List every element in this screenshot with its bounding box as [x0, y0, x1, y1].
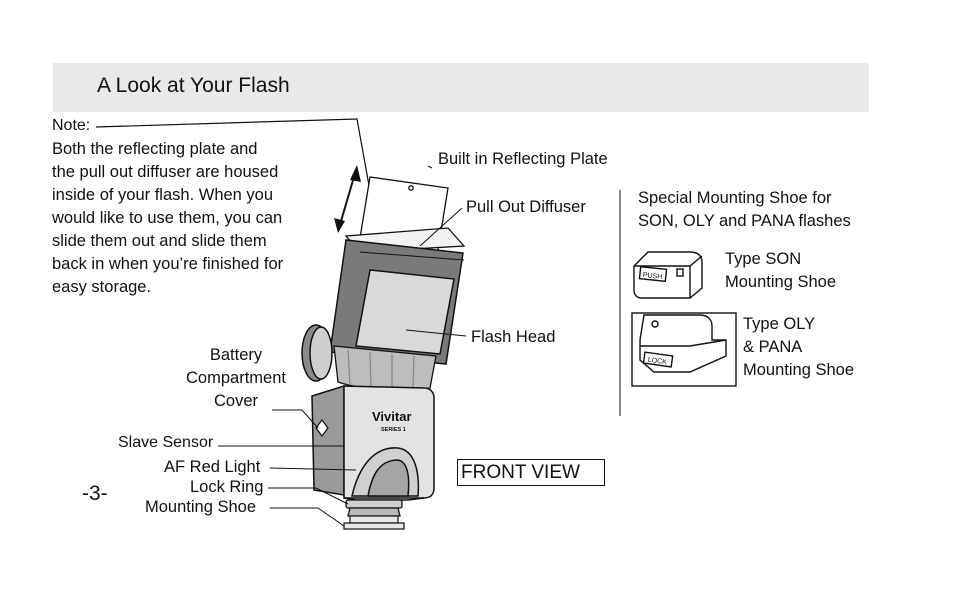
label-diffuser: Pull Out Diffuser [466, 198, 586, 216]
label-mounting-shoe: Mounting Shoe [145, 498, 256, 516]
slide-arrow-icon [334, 165, 361, 233]
oly-label-line: & PANA [743, 338, 803, 356]
shoe-title-line: Special Mounting Shoe for [638, 189, 832, 207]
note-body: Both the reflecting plate and the pull o… [52, 138, 320, 299]
flash-body [311, 384, 435, 501]
leader-lines [218, 165, 467, 527]
label-lock-ring: Lock Ring [190, 478, 264, 496]
label-reflecting-plate: Built in Reflecting Plate [438, 150, 608, 168]
flash-neck [333, 345, 437, 391]
label-son-shoe: Type SON Mounting Shoe [725, 248, 836, 294]
label-af-red-light: AF Red Light [164, 458, 261, 476]
label-oly-shoe: Type OLY & PANA Mounting Shoe [743, 313, 854, 382]
page-title: A Look at Your Flash [97, 74, 290, 97]
label-flash-head: Flash Head [471, 328, 556, 346]
flash-head [329, 239, 465, 365]
note-line: easy storage. [52, 278, 152, 296]
son-shoe-illustration [633, 251, 703, 299]
note-line: slide them out and slide them [52, 232, 267, 250]
page-number: -3- [82, 482, 108, 505]
front-view-box: FRONT VIEW [457, 459, 605, 486]
oly-shoe-illustration [631, 312, 737, 387]
label-battery-cover: Battery Compartment Cover [172, 344, 300, 413]
oly-label-line: Type OLY [743, 315, 816, 333]
special-shoe-title: Special Mounting Shoe for SON, OLY and P… [638, 187, 851, 233]
push-button-label: PUSH [642, 272, 662, 281]
son-label-line: Type SON [725, 250, 802, 268]
header-band [53, 63, 869, 112]
note-line: would like to use them, you can [52, 209, 283, 227]
note-line: inside of your flash. When you [52, 186, 274, 204]
oly-label-line: Mounting Shoe [743, 361, 854, 379]
pivot-knob [301, 324, 333, 382]
slave-sensor [315, 419, 329, 437]
battery-label-line: Compartment [186, 369, 286, 387]
note-label: Note: [52, 117, 91, 134]
mounting-shoe [343, 515, 405, 530]
note-line: Both the reflecting plate and [52, 140, 258, 158]
lock-button-label: LOCK [647, 357, 667, 367]
note-leader-line [95, 118, 371, 192]
brand-logo: Vivitar [372, 409, 412, 424]
son-label-line: Mounting Shoe [725, 273, 836, 291]
lock-ring [345, 499, 403, 517]
label-slave-sensor: Slave Sensor [118, 434, 214, 451]
series-label: SERIES 1 [381, 427, 406, 433]
note-line: back in when you’re finished for [52, 255, 284, 273]
battery-label-line: Battery [209, 346, 263, 364]
shoe-title-line: SON, OLY and PANA flashes [638, 212, 851, 230]
note-line: the pull out diffuser are housed [52, 163, 279, 181]
battery-label-line: Cover [213, 392, 258, 410]
